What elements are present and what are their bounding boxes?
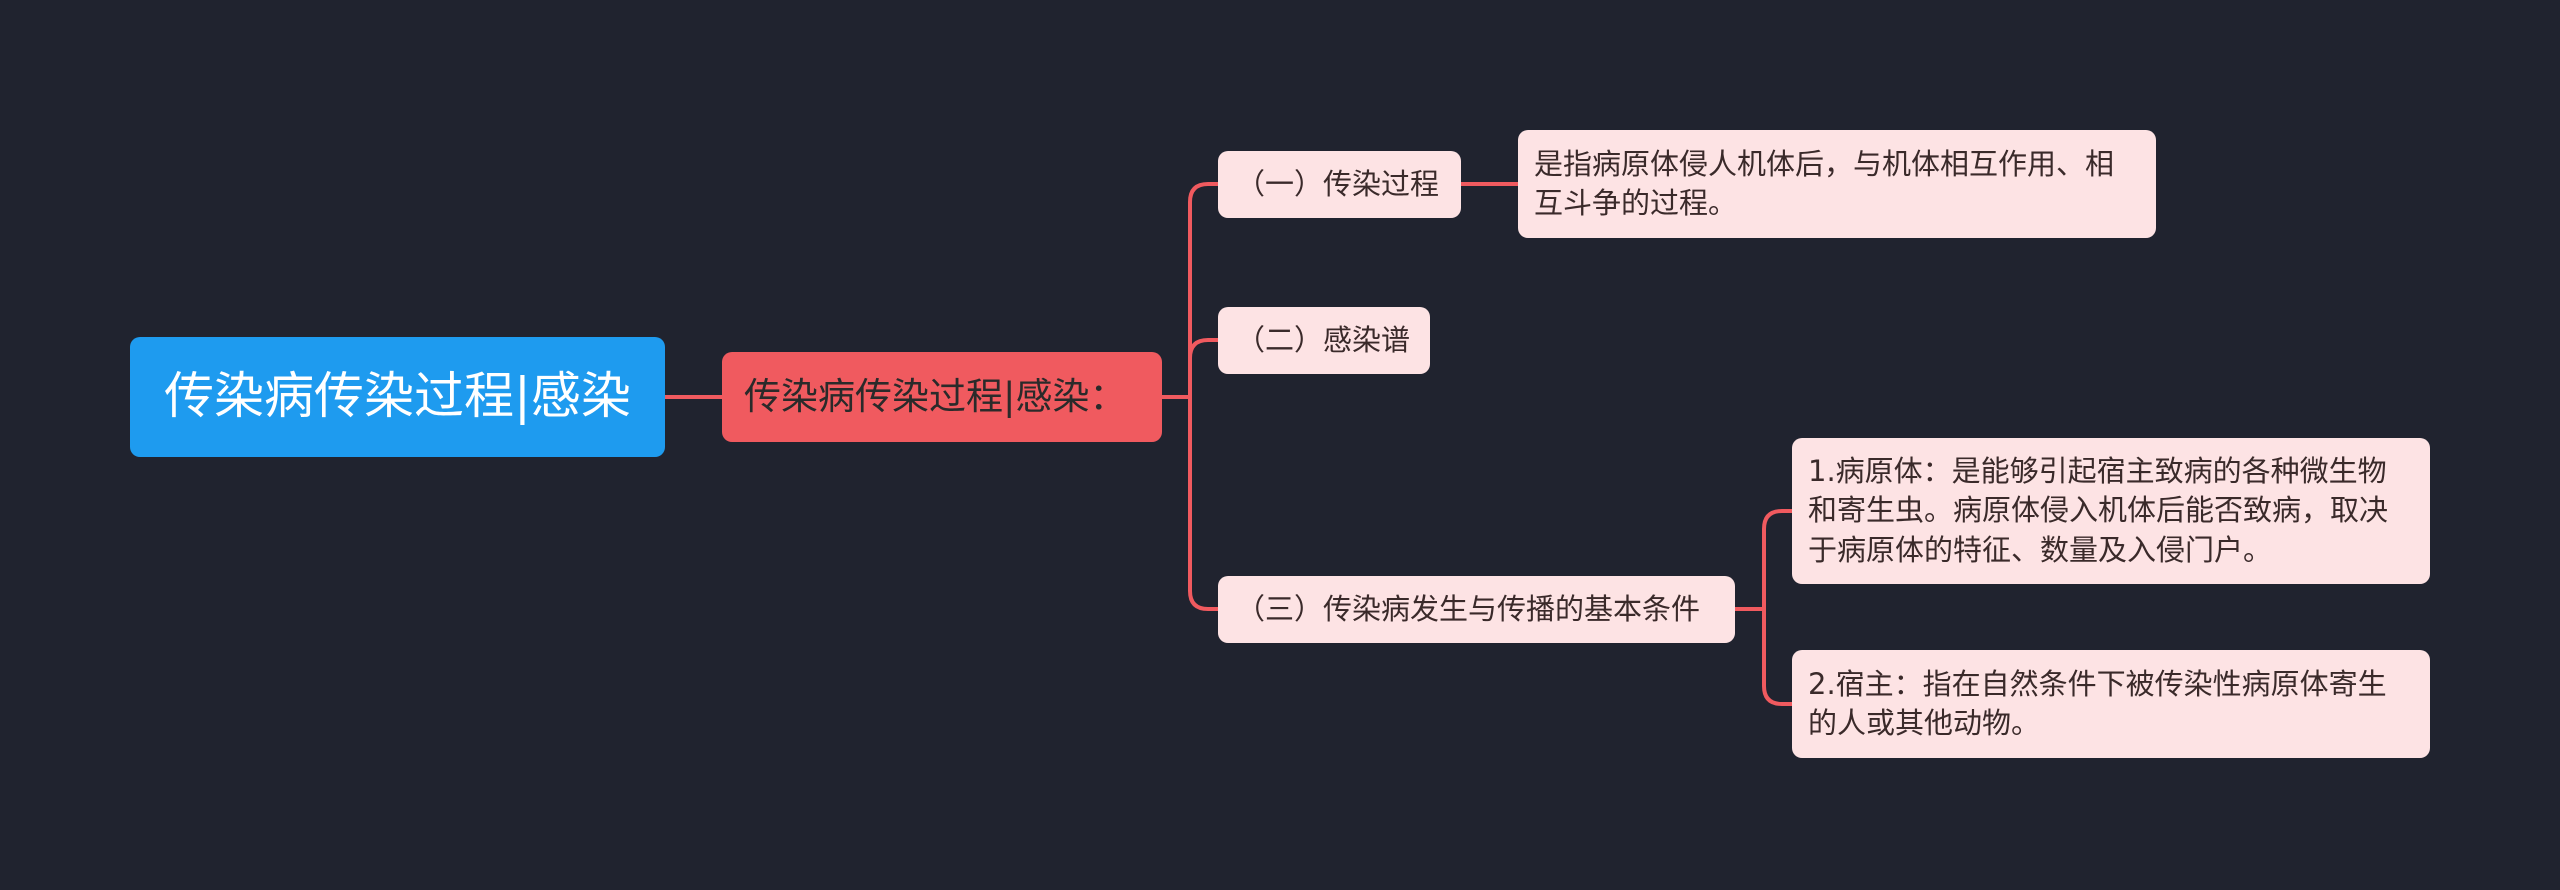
leaf-text: 是指病原体侵人机体后，与机体相互作用、相互斗争的过程。: [1534, 146, 2115, 220]
main-topic[interactable]: 传染病传染过程|感染：: [722, 352, 1162, 442]
leaf-topic-pathogen[interactable]: 1.病原体：是能够引起宿主致病的各种微生物和寄生虫。病原体侵入机体后能否致病，取…: [1792, 438, 2430, 584]
branch-topic-2[interactable]: （二）感染谱: [1218, 307, 1430, 374]
root-topic[interactable]: 传染病传染过程|感染: [130, 337, 665, 457]
connector-branch3-to-leaf-2: [1762, 607, 1794, 706]
leaf-topic-infection-process[interactable]: 是指病原体侵人机体后，与机体相互作用、相互斗争的过程。: [1518, 130, 2156, 238]
branch-topic-3[interactable]: （三）传染病发生与传播的基本条件: [1218, 576, 1735, 643]
connector-to-branch-1: [1188, 182, 1220, 399]
connector-to-branch-3: [1188, 395, 1220, 611]
branch-topic-1[interactable]: （一）传染过程: [1218, 151, 1461, 218]
leaf-topic-host[interactable]: 2.宿主：指在自然条件下被传染性病原体寄生的人或其他动物。: [1792, 650, 2430, 758]
connector-branch3-to-leaf-1: [1762, 509, 1794, 611]
leaf-text: 2.宿主：指在自然条件下被传染性病原体寄生的人或其他动物。: [1808, 666, 2387, 740]
leaf-text: 1.病原体：是能够引起宿主致病的各种微生物和寄生虫。病原体侵入机体后能否致病，取…: [1808, 454, 2389, 567]
connector-to-branch-2: [1188, 338, 1220, 399]
